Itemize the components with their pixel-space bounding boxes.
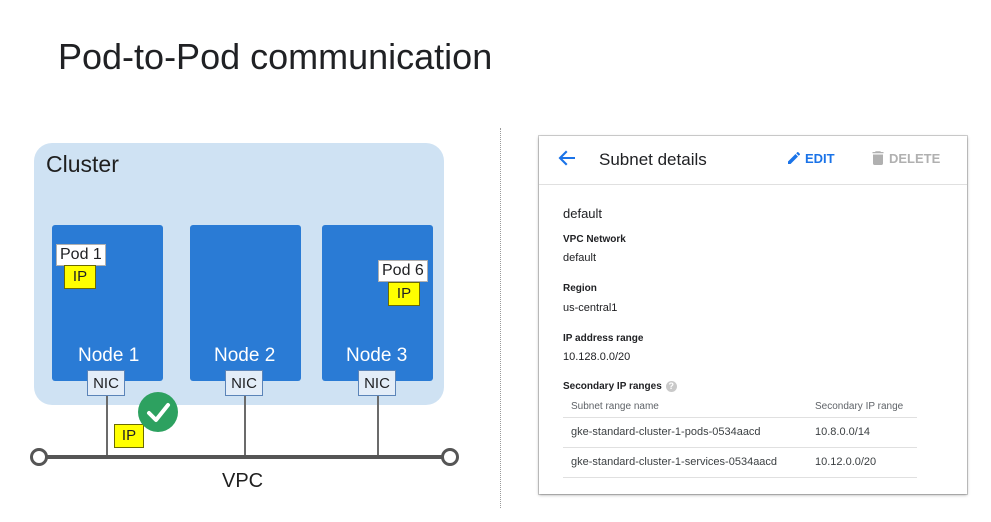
pencil-icon — [788, 151, 801, 164]
region-value: us-central1 — [563, 302, 618, 314]
table-row-name: gke-standard-cluster-1-services-0534aacd — [571, 456, 778, 468]
divider — [500, 128, 501, 508]
table-row-name: gke-standard-cluster-1-pods-0534aacd — [571, 426, 761, 438]
nic-ip: IP — [114, 424, 144, 448]
delete-button[interactable]: DELETE — [872, 151, 940, 166]
vpc-label: VPC — [222, 470, 264, 492]
back-arrow-icon[interactable] — [557, 148, 577, 174]
edit-label: EDIT — [805, 151, 835, 166]
vpc-network-label: VPC Network — [563, 234, 626, 245]
col-secondary-ip-range: Secondary IP range — [815, 401, 904, 412]
table-divider — [563, 417, 917, 418]
subnet-name: default — [563, 206, 603, 221]
subnet-details-panel: Subnet details EDIT DELETE default VPC N… — [539, 136, 967, 494]
node-2-label: Node 2 — [214, 345, 276, 366]
vpc-endpoint-right — [441, 448, 459, 466]
checkmark-icon — [138, 392, 178, 432]
node-2-nic: NIC — [225, 370, 263, 396]
vpc-endpoint-left — [30, 448, 48, 466]
table-divider — [563, 477, 917, 478]
slide-title: Pod-to-Pod communication — [58, 36, 493, 77]
vpc-line — [38, 455, 452, 459]
ip-range-value: 10.128.0.0/20 — [563, 351, 631, 363]
node-1-nic: NIC — [87, 370, 125, 396]
table-row-range: 10.12.0.0/20 — [815, 456, 877, 468]
table-divider — [563, 447, 917, 448]
panel-title: Subnet details — [599, 150, 707, 169]
pod-1-ip: IP — [64, 265, 96, 289]
node-3-nic: NIC — [358, 370, 396, 396]
pod-6-label: Pod 6 — [378, 260, 428, 282]
secondary-ranges-label: Secondary IP ranges — [563, 381, 662, 393]
region-label: Region — [563, 283, 597, 294]
panel-header: Subnet details EDIT DELETE — [539, 136, 967, 185]
table-row-range: 10.8.0.0/14 — [815, 426, 871, 438]
node-1-label: Node 1 — [78, 345, 140, 366]
pod-6-ip: IP — [388, 282, 420, 306]
delete-label: DELETE — [889, 151, 941, 166]
help-icon[interactable]: ? — [665, 381, 677, 392]
node-3-link — [377, 395, 379, 455]
trash-icon — [872, 151, 884, 165]
node-3-label: Node 3 — [346, 345, 408, 366]
node-2-box — [190, 225, 301, 381]
pod-1-label: Pod 1 — [56, 244, 106, 266]
secondary-ranges-heading: Secondary IP ranges? — [563, 381, 677, 392]
edit-button[interactable]: EDIT — [787, 151, 835, 166]
ip-range-label: IP address range — [563, 333, 644, 344]
node-1-link — [106, 395, 108, 455]
vpc-network-value: default — [563, 252, 597, 264]
node-2-link — [244, 395, 246, 455]
col-subnet-range-name: Subnet range name — [571, 401, 659, 412]
cluster-label: Cluster — [46, 151, 119, 177]
